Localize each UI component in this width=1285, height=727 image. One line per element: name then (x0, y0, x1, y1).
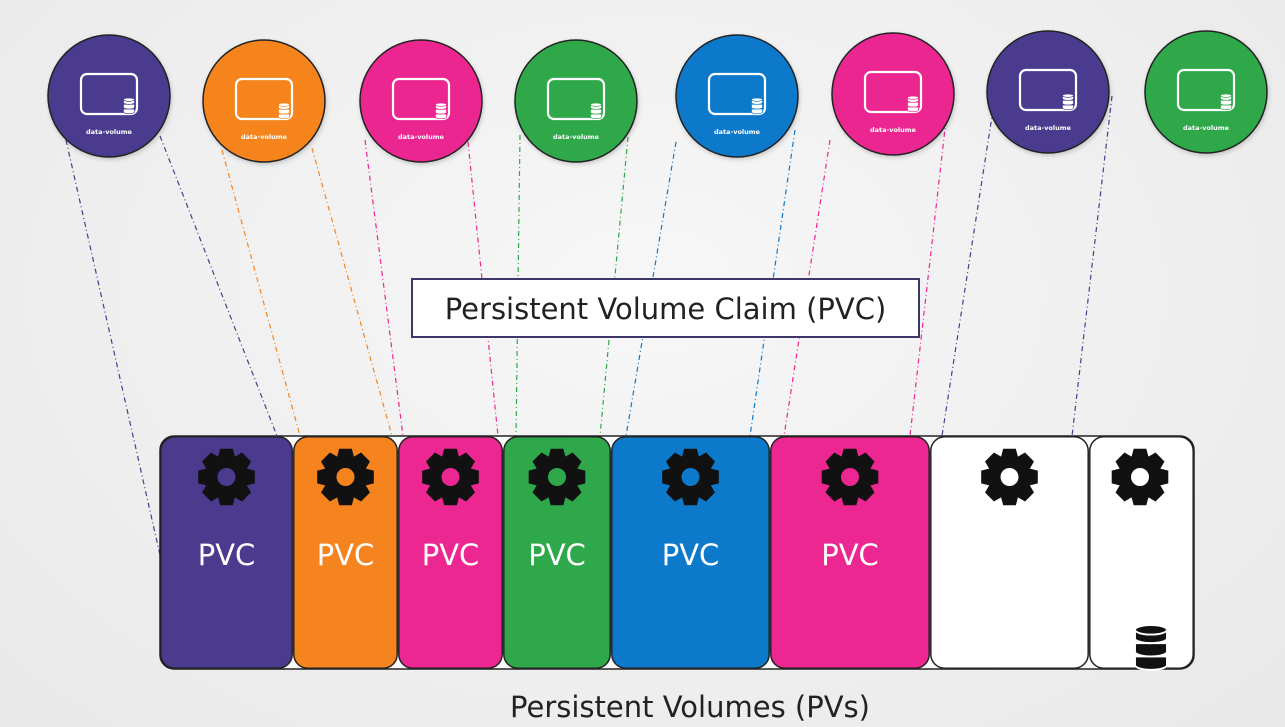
pod-volume-label: data-volume (241, 133, 288, 141)
pod-circle (514, 39, 638, 163)
connector-line (909, 119, 947, 437)
pv-caption: Persistent Volumes (PVs) (510, 690, 870, 724)
connector-line (515, 134, 521, 437)
pvc-label: PVC (528, 538, 586, 572)
gear-icon (528, 448, 586, 506)
pod: data-volume (986, 30, 1110, 154)
persistent-volume-block (611, 436, 770, 669)
gear-icon (317, 448, 374, 506)
gear-icon (821, 448, 879, 506)
database-icon (123, 97, 135, 114)
connector-line (221, 149, 301, 437)
pod-circle (47, 34, 171, 158)
database-icon (278, 102, 290, 119)
pod: data-volume (675, 34, 799, 158)
connector-line (159, 135, 278, 437)
pod-volume-label: data-volume (870, 126, 917, 134)
pod-window-icon (391, 77, 451, 121)
persistent-volume: PVC (770, 436, 930, 669)
connector-line (311, 147, 393, 437)
pod: data-volume (359, 39, 483, 163)
persistent-volume: PVC (160, 436, 293, 669)
pod-volume-label: data-volume (86, 128, 133, 136)
pvc-label: PVC (198, 538, 256, 572)
pod-circle (1144, 30, 1268, 154)
pod-window-icon (863, 70, 923, 114)
connector-line (364, 139, 404, 437)
pod-circle (986, 30, 1110, 154)
connector-line (783, 139, 831, 437)
gear-icon (981, 448, 1038, 506)
pod-window-icon (707, 72, 767, 116)
pod-window-icon (1176, 68, 1236, 112)
pod-volume-label: data-volume (1025, 124, 1072, 132)
database-icon (590, 102, 602, 119)
persistent-volume-block (503, 436, 611, 669)
pod-volume-label: data-volume (398, 133, 445, 141)
persistent-volume: PVC (293, 436, 398, 669)
database-icon (1062, 93, 1074, 110)
persistent-volume-block (398, 436, 503, 669)
gear-icon (662, 448, 719, 506)
connector-line (749, 129, 796, 437)
pvc-label: PVC (317, 538, 375, 572)
pvc-label: PVC (821, 538, 879, 572)
gear-icon (198, 448, 255, 506)
pod-window-icon (1018, 68, 1078, 112)
database-icon (907, 95, 919, 112)
database-icon (435, 102, 447, 119)
persistent-volume: PVC (398, 436, 503, 669)
connector-line (599, 136, 629, 437)
gear-icon (422, 448, 479, 506)
persistent-volume-block (930, 436, 1089, 669)
persistent-volume (1089, 436, 1194, 671)
pvc-label: PVC (662, 538, 720, 572)
pod-circle (202, 39, 326, 163)
claim-box-frame (411, 278, 920, 338)
persistent-volume: PVC (611, 436, 770, 669)
connector-lines (65, 95, 1113, 556)
persistent-volume-block (160, 436, 293, 669)
pod: data-volume (202, 39, 326, 163)
pod: data-volume (47, 34, 171, 158)
connector-line (625, 141, 677, 437)
connector-line (65, 139, 161, 556)
pod: data-volume (514, 39, 638, 163)
pod-window-icon (79, 72, 139, 116)
claim-box-label: Persistent Volume Claim (PVC) (445, 292, 887, 326)
pod: data-volume (1144, 30, 1268, 154)
persistent-volume-block (293, 436, 398, 669)
pod-window-icon (234, 77, 294, 121)
gear-icon (1111, 448, 1169, 506)
pod-window-icon (546, 77, 606, 121)
pod-circle (831, 32, 955, 156)
persistent-volume (930, 436, 1089, 669)
connector-line (1071, 95, 1113, 437)
pod-volume-label: data-volume (714, 128, 761, 136)
persistent-volume-block (770, 436, 930, 669)
pod-volume-label: data-volume (1183, 124, 1230, 132)
pod-circle (359, 39, 483, 163)
pods-row: data-volume data-volume data-volume data-vo… (47, 30, 1268, 163)
pvc-claim-box: Persistent Volume Claim (PVC) (411, 278, 920, 338)
database-icon (1134, 624, 1168, 671)
pvc-label: PVC (422, 538, 480, 572)
pod-volume-label: data-volume (553, 133, 600, 141)
connector-line (941, 109, 994, 437)
pod-circle (675, 34, 799, 158)
persistent-volume: PVC (503, 436, 611, 669)
database-icon (1220, 93, 1232, 110)
pod: data-volume (831, 32, 955, 156)
persistent-volumes-bar: PVC PVC PVC PVC PVC PVC (159, 435, 1195, 671)
database-icon (751, 97, 763, 114)
